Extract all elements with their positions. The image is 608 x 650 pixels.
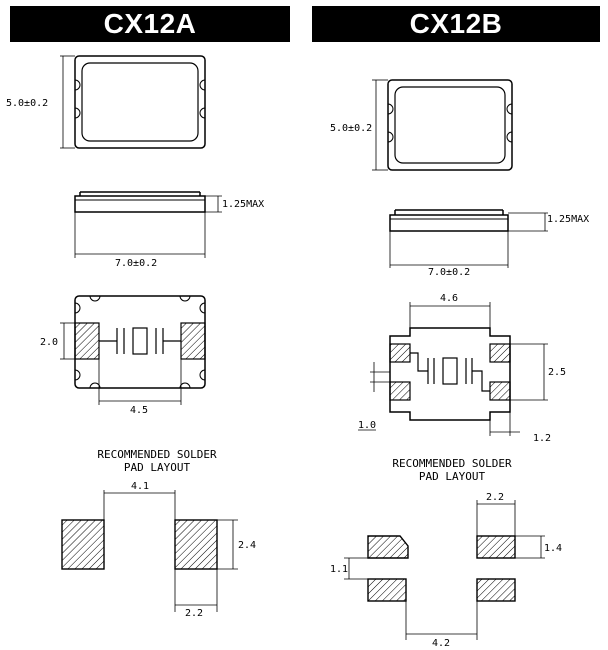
cx12a-width-label: 7.0±0.2 [115,258,157,269]
cx12b-thickness-label: 1.25MAX [547,214,589,225]
cx12b-rec-width-label: 2.2 [486,492,504,503]
cx12a-title: CX12A [10,6,290,42]
cx12a-rec-height-label: 2.4 [238,540,256,551]
cx12b-height-dim [372,79,388,171]
cx12b-rec-title-1: RECOMMENDED SOLDER [392,457,512,470]
cx12a-rec-span-label: 4.1 [131,481,149,492]
cx12b-rec-pads [367,535,516,602]
cx12b-bottom-view [389,327,511,421]
cx12b-pad-height-label: 2.5 [548,367,566,378]
cx12a-rec-title-1: RECOMMENDED SOLDER [97,448,217,461]
cx12b-title: CX12B [312,6,600,42]
cx12b-pad-width-label: 1.2 [533,433,551,444]
cx12b-pad-span-label: 4.6 [440,293,458,304]
cx12b-dims-bottom [358,302,548,436]
cx12a-top-view [74,55,206,149]
cx12a-dims-side [74,195,222,258]
cx12b-pad-gap-label: 1.0 [358,420,376,431]
cx12b-height-label: 5.0±0.2 [330,123,372,134]
cx12a-side-view [74,191,206,213]
cx12b-rec-title-2: PAD LAYOUT [419,470,486,483]
cx12b-rec-gap-label: 1.1 [330,564,348,575]
cx12a-rec-dims [103,490,238,612]
cx12b-rec-span-label: 4.2 [432,638,450,649]
cx12a-height-dim [60,55,75,149]
cx12a-pad-span-label: 4.5 [130,405,148,416]
cx12b-width-label: 7.0±0.2 [428,267,470,278]
cx12b-top-view [387,79,513,171]
cx12b-dims-side [389,212,548,268]
cx12a-pad-height-label: 2.0 [40,337,58,348]
cx12b-rec-height-label: 1.4 [544,543,562,554]
cx12b-side-view [389,209,509,232]
cx12b-rec-dims [344,500,545,640]
cx12a-bottom-view [74,295,206,389]
cx12a-dims-bottom [60,322,182,405]
cx12a-height-label: 5.0±0.2 [6,98,48,109]
cx12a-thickness-label: 1.25MAX [222,199,264,210]
cx12a-rec-width-label: 2.2 [185,608,203,619]
cx12a-rec-pads [61,519,218,570]
cx12a-rec-title-2: PAD LAYOUT [124,461,191,474]
